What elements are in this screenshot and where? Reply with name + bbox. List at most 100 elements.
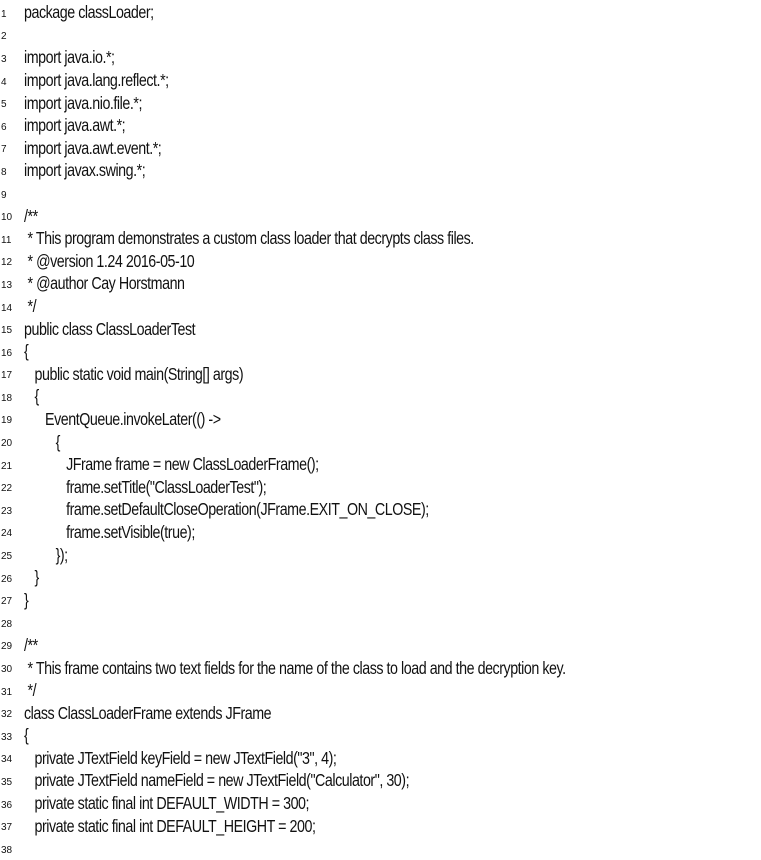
code-line: 16{ bbox=[0, 340, 761, 363]
line-number: 22 bbox=[1, 483, 13, 495]
code-text: JFrame frame = new ClassLoaderFrame(); bbox=[24, 454, 319, 475]
line-number: 35 bbox=[1, 776, 13, 788]
code-line: 34 private JTextField keyField = new JTe… bbox=[0, 747, 761, 770]
code-line: 9 bbox=[0, 182, 761, 205]
line-number: 11 bbox=[1, 234, 12, 246]
line-number: 19 bbox=[1, 415, 13, 427]
code-line: 23 frame.setDefaultCloseOperation(JFrame… bbox=[0, 498, 761, 521]
code-text: public static void main(String[] args) bbox=[24, 363, 244, 384]
line-number: 29 bbox=[1, 641, 13, 653]
code-text: /** bbox=[24, 205, 38, 226]
line-number: 12 bbox=[1, 257, 13, 269]
code-line: 10 /** bbox=[0, 204, 761, 227]
code-text: EventQueue.invokeLater(() -> bbox=[24, 408, 221, 429]
code-text: { bbox=[24, 431, 61, 452]
code-text: * @author Cay Horstmann bbox=[24, 273, 185, 294]
code-text: import java.lang.reflect.*; bbox=[24, 70, 169, 91]
code-line: 8 import javax.swing.*; bbox=[0, 159, 761, 182]
line-number: 37 bbox=[1, 822, 13, 834]
code-line: 11 * This program demonstrates a custom … bbox=[0, 227, 761, 250]
code-line: 36 private static final int DEFAULT_WIDT… bbox=[0, 792, 761, 815]
code-text: }); bbox=[24, 544, 69, 565]
line-number: 8 bbox=[1, 166, 7, 178]
code-line: 3 import java.io.*; bbox=[0, 46, 761, 69]
code-line: 12 * @version 1.24 2016-05-10 bbox=[0, 250, 761, 273]
code-text: public class ClassLoaderTest bbox=[24, 318, 196, 339]
code-line: 2 bbox=[0, 24, 761, 47]
code-line: 22 frame.setTitle("ClassLoaderTest"); bbox=[0, 475, 761, 498]
line-number: 38 bbox=[1, 844, 13, 856]
line-number: 25 bbox=[1, 551, 13, 563]
code-text: import java.nio.file.*; bbox=[24, 92, 142, 113]
line-number: 10 bbox=[1, 212, 13, 224]
code-line: 14 */ bbox=[0, 295, 761, 318]
code-text: import java.io.*; bbox=[24, 47, 115, 68]
code-text: } bbox=[24, 567, 40, 588]
code-line: 38 bbox=[0, 837, 761, 860]
line-number: 31 bbox=[1, 686, 13, 698]
code-text: private JTextField nameField = new JText… bbox=[24, 770, 410, 791]
code-line: 37 private static final int DEFAULT_HEIG… bbox=[0, 814, 761, 837]
code-line: 30 * This frame contains two text fields… bbox=[0, 656, 761, 679]
code-text: private static final int DEFAULT_HEIGHT … bbox=[24, 815, 316, 836]
line-number: 9 bbox=[1, 189, 7, 201]
code-line: 18 { bbox=[0, 385, 761, 408]
code-line: 26 } bbox=[0, 566, 761, 589]
code-text: import java.awt.event.*; bbox=[24, 137, 162, 158]
line-number: 20 bbox=[1, 438, 13, 450]
code-line: 24 frame.setVisible(true); bbox=[0, 521, 761, 544]
line-number: 13 bbox=[1, 279, 13, 291]
line-number: 34 bbox=[1, 754, 13, 766]
code-text: * This frame contains two text fields fo… bbox=[24, 657, 567, 678]
code-text: { bbox=[24, 725, 29, 746]
code-line: 29 /** bbox=[0, 634, 761, 657]
line-number: 14 bbox=[1, 302, 13, 314]
code-line: 28 bbox=[0, 611, 761, 634]
code-text: frame.setVisible(true); bbox=[24, 521, 195, 542]
line-number: 15 bbox=[1, 325, 13, 337]
code-text: import javax.swing.*; bbox=[24, 160, 146, 181]
code-line: 35 private JTextField nameField = new JT… bbox=[0, 769, 761, 792]
code-text: { bbox=[24, 341, 29, 362]
line-number: 28 bbox=[1, 618, 13, 630]
line-number: 33 bbox=[1, 731, 13, 743]
line-number: 3 bbox=[1, 53, 7, 65]
code-text: /** bbox=[24, 634, 38, 655]
code-line: 25 }); bbox=[0, 543, 761, 566]
line-number: 7 bbox=[1, 144, 7, 156]
code-line: 33 { bbox=[0, 724, 761, 747]
code-line: 4 import java.lang.reflect.*; bbox=[0, 69, 761, 92]
line-number: 32 bbox=[1, 709, 13, 721]
line-number: 26 bbox=[1, 573, 13, 585]
line-number: 6 bbox=[1, 121, 7, 133]
line-number: 17 bbox=[1, 370, 13, 382]
code-line: 15 public class ClassLoaderTest bbox=[0, 317, 761, 340]
line-number: 21 bbox=[1, 460, 13, 472]
line-number: 2 bbox=[1, 31, 7, 43]
code-line: 27} bbox=[0, 588, 761, 611]
code-text: private static final int DEFAULT_WIDTH =… bbox=[24, 793, 310, 814]
code-text: import java.awt.*; bbox=[24, 115, 126, 136]
line-number: 36 bbox=[1, 799, 13, 811]
code-text: */ bbox=[24, 680, 37, 701]
code-text: } bbox=[24, 589, 29, 610]
code-line: 32 class ClassLoaderFrame extends JFrame bbox=[0, 701, 761, 724]
code-text: * @version 1.24 2016-05-10 bbox=[24, 250, 195, 271]
code-line: 19 EventQueue.invokeLater(() -> bbox=[0, 408, 761, 431]
code-text: class ClassLoaderFrame extends JFrame bbox=[24, 702, 272, 723]
line-number: 27 bbox=[1, 596, 13, 608]
code-text: private JTextField keyField = new JTextF… bbox=[24, 747, 337, 768]
code-line: 31 */ bbox=[0, 679, 761, 702]
code-line: 21 JFrame frame = new ClassLoaderFrame()… bbox=[0, 453, 761, 476]
code-text: * This program demonstrates a custom cla… bbox=[24, 228, 475, 249]
code-text: { bbox=[24, 386, 40, 407]
code-text: frame.setTitle("ClassLoaderTest"); bbox=[24, 476, 267, 497]
code-line: 17 public static void main(String[] args… bbox=[0, 363, 761, 386]
line-number: 23 bbox=[1, 505, 13, 517]
line-number: 4 bbox=[1, 76, 7, 88]
code-text: */ bbox=[24, 296, 37, 317]
line-number: 1 bbox=[1, 8, 7, 20]
code-line: 7 import java.awt.event.*; bbox=[0, 137, 761, 160]
